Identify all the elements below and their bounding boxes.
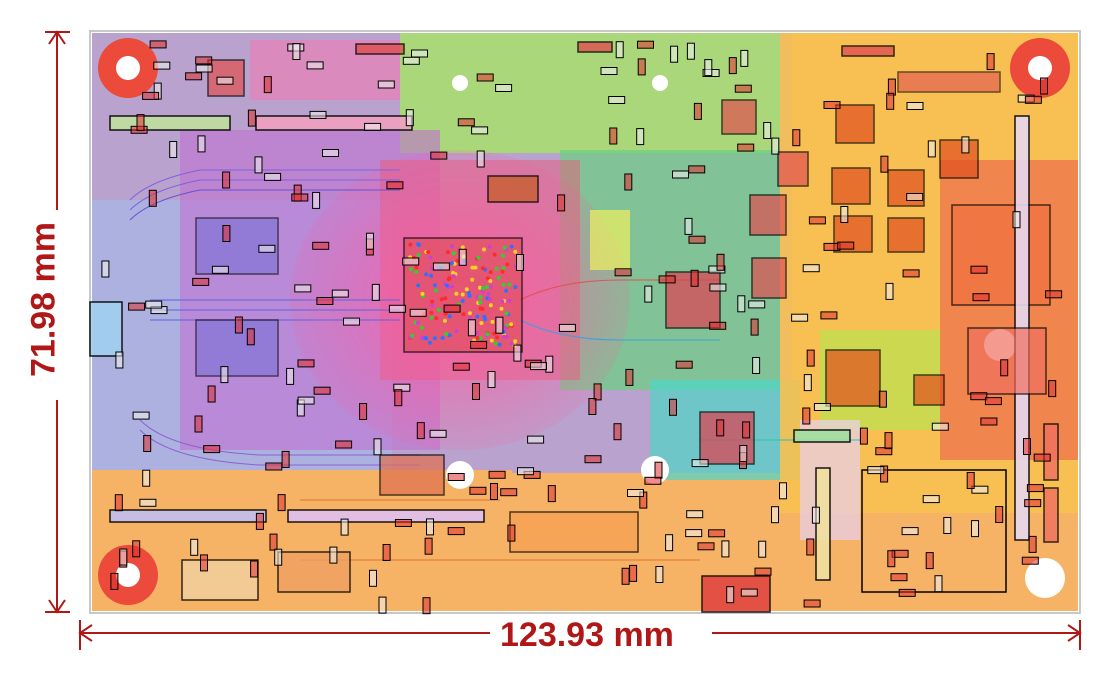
ic-footprints [207, 59, 1051, 496]
mounting-hole-bottom-right [1025, 558, 1065, 598]
dimension-lines [45, 30, 1082, 650]
trace-bundles [129, 169, 860, 561]
width-dimension-label: 123.93 mm [500, 616, 674, 654]
passive-components [101, 40, 1063, 615]
height-dimension-label: 71.98 mm [24, 222, 63, 377]
